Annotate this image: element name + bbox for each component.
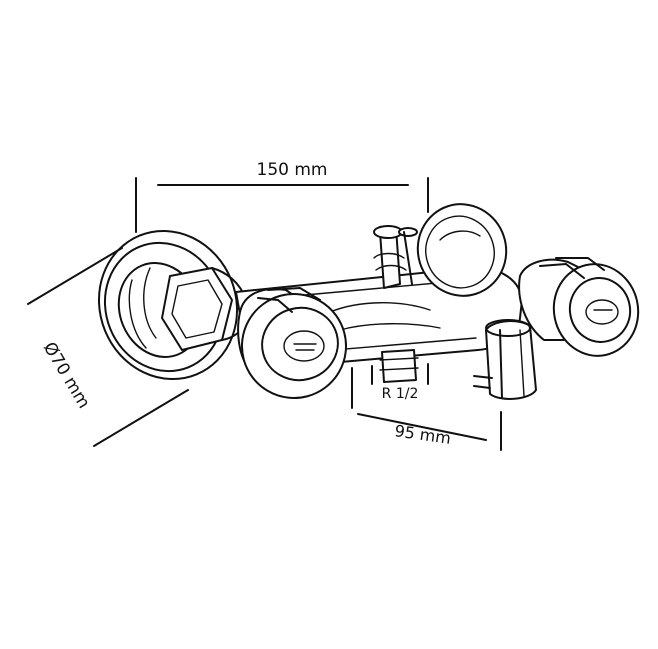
right-wall-connector xyxy=(473,319,537,400)
width-dimension: 150 mm xyxy=(135,160,429,233)
diameter-label: Ø70 mm xyxy=(39,339,94,412)
diameter-extension-top xyxy=(27,247,123,305)
depth-label: 95 mm xyxy=(393,421,452,448)
outlet-connector: R 1/2 xyxy=(371,349,429,402)
left-handle xyxy=(237,287,347,399)
right-flange xyxy=(416,203,508,297)
width-label: 150 mm xyxy=(257,160,328,180)
right-handle xyxy=(518,257,640,357)
depth-dimension: 95 mm xyxy=(351,367,502,451)
thread-label: R 1/2 xyxy=(382,386,419,402)
diverter-knob xyxy=(373,225,418,289)
diameter-extension-bottom xyxy=(93,389,189,447)
diameter-dimension: Ø70 mm xyxy=(27,247,189,447)
depth-dimension-line xyxy=(357,413,487,441)
